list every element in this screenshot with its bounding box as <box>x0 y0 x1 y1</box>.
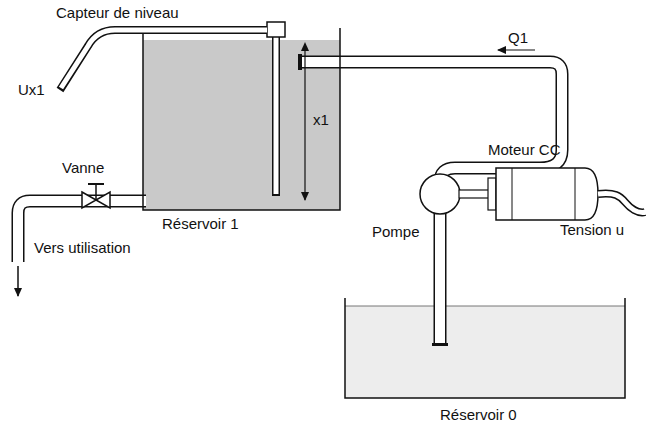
motor-cable <box>598 193 646 212</box>
pipe-end <box>432 343 448 346</box>
level-label: x1 <box>313 112 329 129</box>
tank-wall <box>143 28 340 210</box>
signal-name: Ux1 <box>18 82 45 99</box>
valve-stem <box>88 183 104 185</box>
water <box>345 306 625 398</box>
tank-label: Réservoir 1 <box>162 216 239 233</box>
flow-label: Q1 <box>508 30 528 47</box>
pipe <box>18 201 146 263</box>
pump-label: Pompe <box>372 224 420 241</box>
level-dimension <box>304 50 305 200</box>
water-surface <box>345 306 625 307</box>
pipe <box>18 201 146 262</box>
motor-flange <box>488 178 496 210</box>
level-sensor <box>267 22 285 37</box>
pump-shaft <box>459 190 490 198</box>
valve-stem <box>95 184 97 200</box>
sensor-probe <box>274 36 279 194</box>
flow-arrow <box>17 266 19 296</box>
pump-symbol <box>420 174 460 214</box>
arrow-head <box>301 42 309 51</box>
sensor-probe <box>272 36 280 196</box>
motor-detail <box>575 168 576 220</box>
sensor-label: Capteur de niveau <box>56 5 179 22</box>
tank-wall <box>345 298 625 398</box>
sensor-cable <box>60 30 267 90</box>
pipe-end <box>298 54 302 70</box>
voltage-label: Tension u <box>560 222 624 239</box>
valve-label: Vanne <box>62 160 104 177</box>
dc-motor <box>496 168 598 220</box>
motor-cable <box>598 193 645 212</box>
motor-label: Moteur CC <box>488 142 561 159</box>
tank-label: Réservoir 0 <box>440 407 517 424</box>
motor-detail <box>512 168 513 220</box>
flow-arrow <box>498 49 535 50</box>
sensor-cable <box>61 30 267 88</box>
outlet-label: Vers utilisation <box>34 240 131 257</box>
